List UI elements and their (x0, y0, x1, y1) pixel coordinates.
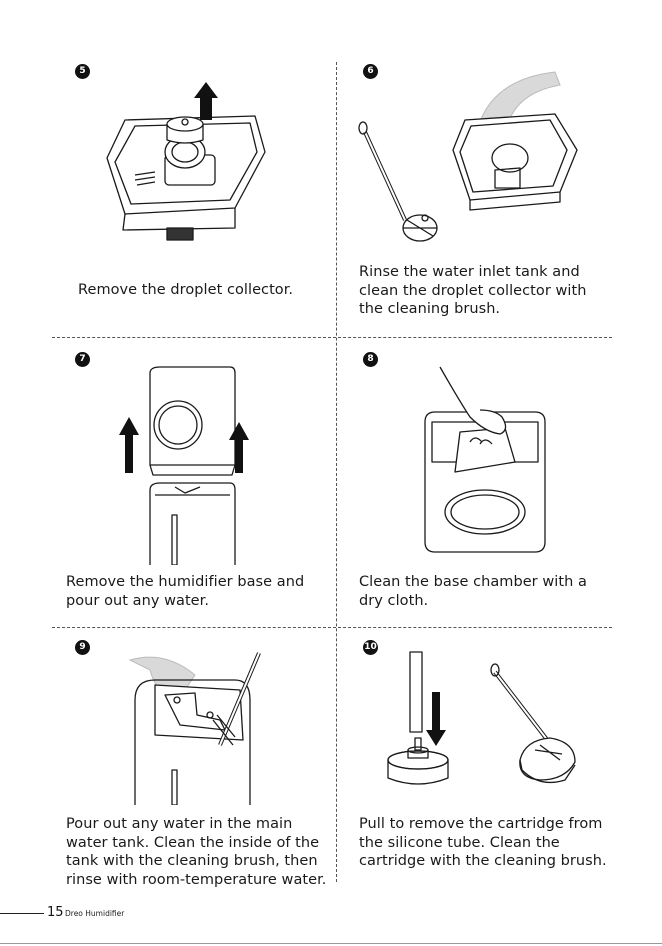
footer-rule (0, 913, 44, 914)
step-5-badge: 5 (75, 64, 90, 79)
step-10-caption: Pull to remove the cartridge from the si… (359, 816, 607, 869)
page-number: 15 (47, 905, 64, 920)
clean-chamber-illustration (424, 366, 546, 553)
step-8-caption: Clean the base chamber with a dry cloth. (359, 574, 587, 609)
footer-label: Dreo Humidifier (65, 909, 125, 918)
step-6-caption: Rinse the water inlet tank and clean the… (359, 264, 587, 317)
cartridge-illustration (387, 651, 576, 785)
step-7-badge: 7 (75, 352, 90, 367)
clean-main-tank-illustration (128, 652, 261, 805)
step-9-caption: Pour out any water in the main water tan… (66, 816, 327, 888)
remove-base-illustration (119, 366, 249, 565)
step-6-badge: 6 (363, 64, 378, 79)
horizontal-divider-2 (52, 627, 612, 628)
step-10-badge: 10 (363, 640, 378, 655)
bottom-rule (0, 943, 662, 944)
vertical-divider (336, 62, 337, 882)
step-5-caption: Remove the droplet collector. (78, 282, 294, 298)
droplet-collector-illustration (106, 82, 266, 241)
step-9-badge: 9 (75, 640, 90, 655)
horizontal-divider-1 (52, 337, 612, 338)
step-8-badge: 8 (363, 352, 378, 367)
step-7-caption: Remove the humidifier base and pour out … (66, 574, 305, 609)
rinse-tank-illustration (358, 71, 578, 242)
